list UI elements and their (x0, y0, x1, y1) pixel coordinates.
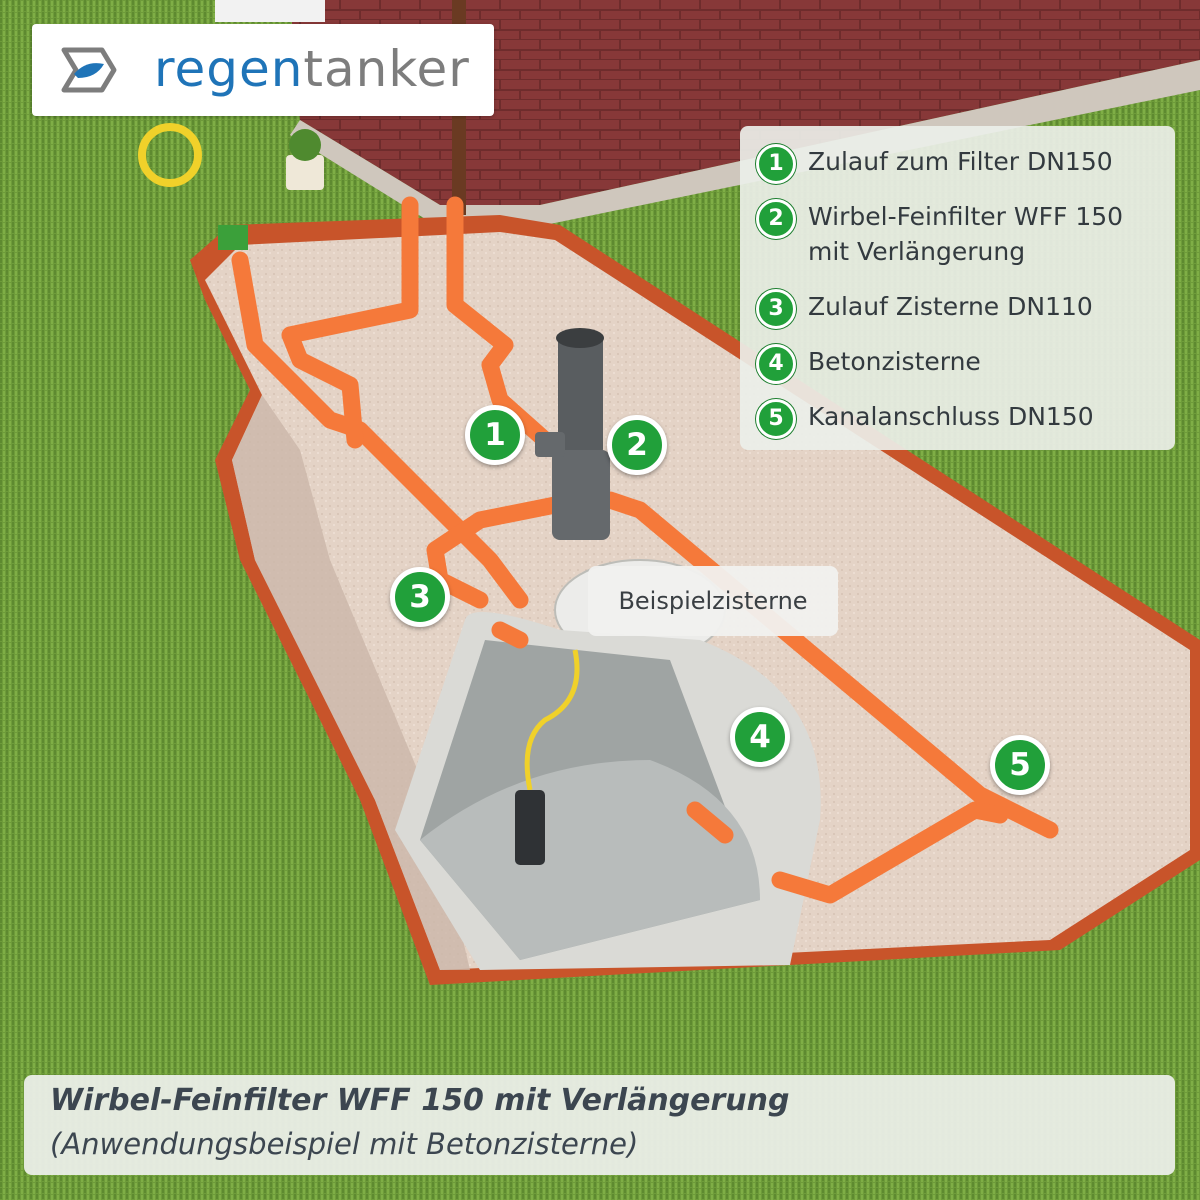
cistern-callout: Beispielzisterne (588, 566, 838, 636)
marker-2: 2 (607, 415, 667, 475)
pipe-overflow (601, 491, 1059, 839)
legend-item-3: 3 Zulauf Zisterne DN110 (756, 289, 1158, 329)
legend-number-badge: 2 (756, 199, 796, 239)
cistern-water-floor (420, 760, 760, 960)
legend-number-badge: 1 (756, 144, 796, 184)
legend-item-5: 5 Kanalanschluss DN150 (756, 399, 1158, 439)
marker-4: 4 (730, 707, 790, 767)
legend-label: Kanalanschluss DN150 (808, 402, 1094, 431)
legend-item-4: 4 Betonzisterne (756, 344, 1158, 384)
pipe-cistern-outlet (686, 801, 734, 844)
pipe-downpipe-branch (281, 196, 419, 449)
caption-panel: Wirbel-Feinfilter WFF 150 mit Verlängeru… (24, 1075, 1175, 1175)
pipe-network (231, 196, 1059, 904)
filter-top (556, 328, 604, 348)
filter-body (552, 450, 610, 540)
caption-subtitle: (Anwendungsbeispiel mit Betonzisterne) (50, 1127, 639, 1161)
pipe-filter-outlet (426, 491, 589, 609)
legend-label: Zulauf zum Filter DN150 (808, 147, 1113, 176)
hose-reel (138, 123, 202, 187)
legend-item-2: 2 Wirbel-Feinfilter WFF 150 mit Verlänge… (756, 199, 1158, 269)
water-point-box (218, 225, 248, 250)
caption-title: Wirbel-Feinfilter WFF 150 mit Verlängeru… (50, 1083, 790, 1118)
legend-number-badge: 5 (756, 399, 796, 439)
marker-1: 1 (465, 405, 525, 465)
pipe-to-filter (446, 196, 554, 449)
filter-extension (558, 335, 603, 455)
regentanker-logo-icon (61, 47, 117, 93)
marker-3: 3 (390, 567, 450, 627)
pump-cable (524, 649, 580, 791)
brand-logo: regentanker (32, 24, 494, 116)
legend-label: Betonzisterne (808, 347, 981, 376)
filter-inlet-stub (535, 432, 565, 457)
pipe-inlet-filter (231, 251, 529, 609)
brand-wordmark: regentanker (154, 34, 470, 104)
plant (289, 129, 321, 161)
brand-name-part-1: regen (154, 40, 304, 98)
window-frame (215, 0, 325, 22)
pipe-sewer (771, 801, 1009, 904)
legend-label: Zulauf Zisterne DN110 (808, 292, 1093, 321)
legend-panel: 1 Zulauf zum Filter DN150 2 Wirbel-Feinf… (740, 126, 1175, 450)
legend-label: Wirbel-Feinfilter WFF 150 mit Verlängeru… (808, 202, 1124, 266)
brand-name-part-2: tanker (303, 40, 470, 98)
pipe-into-cistern (491, 621, 529, 649)
legend-number-badge: 4 (756, 344, 796, 384)
submersible-pump (515, 790, 545, 865)
house-wall (290, 0, 1200, 205)
plant-pot (286, 155, 324, 190)
legend-number-badge: 3 (756, 289, 796, 329)
legend-item-1: 1 Zulauf zum Filter DN150 (756, 144, 1158, 184)
marker-5: 5 (990, 735, 1050, 795)
